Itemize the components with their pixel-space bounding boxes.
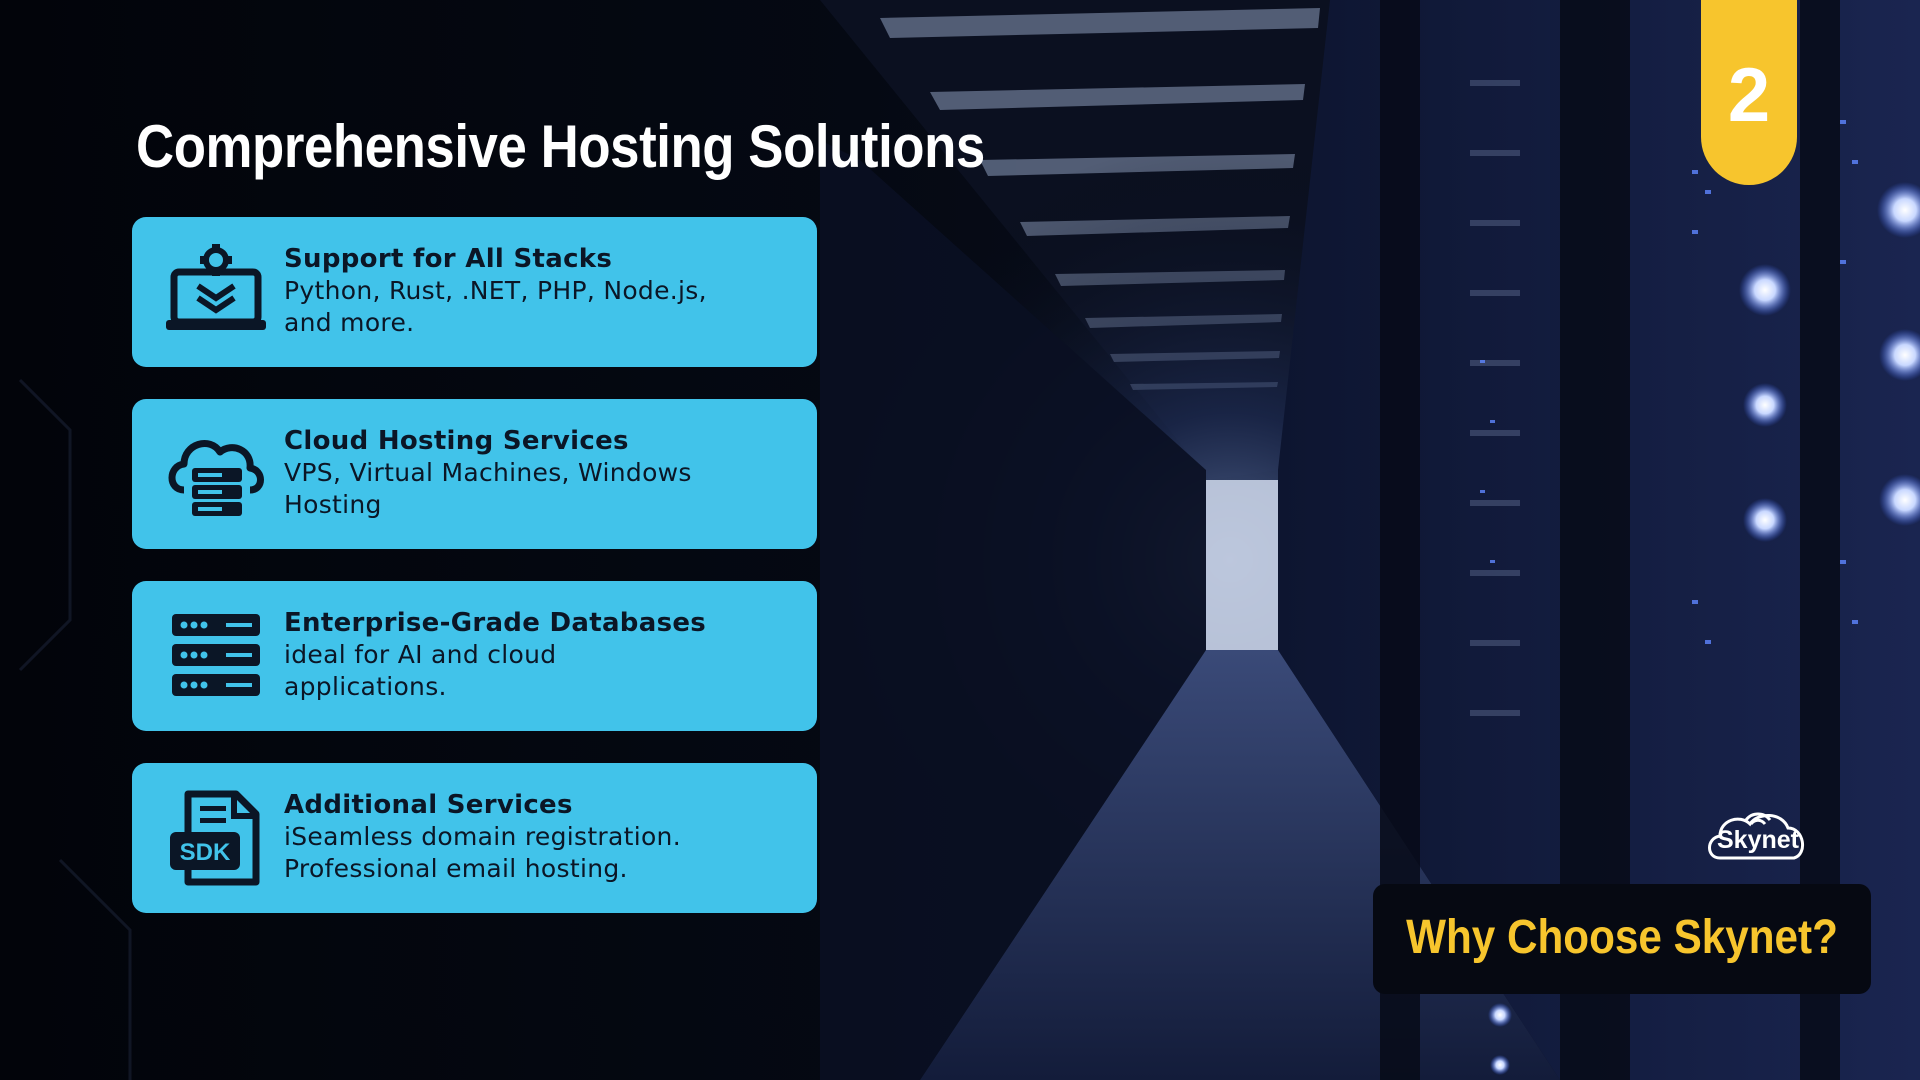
card-description-line: Hosting <box>284 490 382 519</box>
card-description-line: and more. <box>284 308 415 337</box>
slide-number: 2 <box>1727 53 1771 138</box>
logo-wordmark: Skynet <box>1717 826 1799 854</box>
card-description-line: VPS, Virtual Machines, Windows <box>284 458 692 487</box>
card-heading: Support for All Stacks <box>284 244 613 274</box>
cloud-server-icon <box>168 440 264 516</box>
card-description-line: Professional email hosting. <box>284 854 628 883</box>
feature-card-databases: Enterprise-Grade Databases ideal for AI … <box>132 581 817 731</box>
sdk-document-icon <box>170 790 260 886</box>
tagline-box: Why Choose Skynet? <box>1373 884 1871 994</box>
skynet-cloud-logo-icon <box>1708 812 1804 860</box>
feature-card-stacks: Support for All Stacks Python, Rust, .NE… <box>132 217 817 367</box>
card-description-line: Python, Rust, .NET, PHP, Node.js, <box>284 276 707 305</box>
slide-number-badge: 2 <box>1701 0 1797 185</box>
feature-card-cloud: Cloud Hosting Services VPS, Virtual Mach… <box>132 399 817 549</box>
card-heading: Additional Services <box>284 790 573 820</box>
card-description-line: ideal for AI and cloud <box>284 640 557 669</box>
svg-text:SDK: SDK <box>180 839 231 866</box>
page-title: Comprehensive Hosting Solutions <box>136 113 985 180</box>
sdk-label-glyph: SDK <box>180 839 231 866</box>
card-heading: Enterprise-Grade Databases <box>284 608 707 638</box>
feature-card-additional: SDK Additional Services iSeamless domain… <box>132 763 817 913</box>
card-description-line: applications. <box>284 672 447 701</box>
tagline-text: Why Choose Skynet? <box>1406 911 1838 964</box>
laptop-gear-icon <box>166 244 266 330</box>
card-heading: Cloud Hosting Services <box>284 426 629 456</box>
database-server-icon <box>172 614 260 696</box>
card-description-line: iSeamless domain registration. <box>284 822 681 851</box>
